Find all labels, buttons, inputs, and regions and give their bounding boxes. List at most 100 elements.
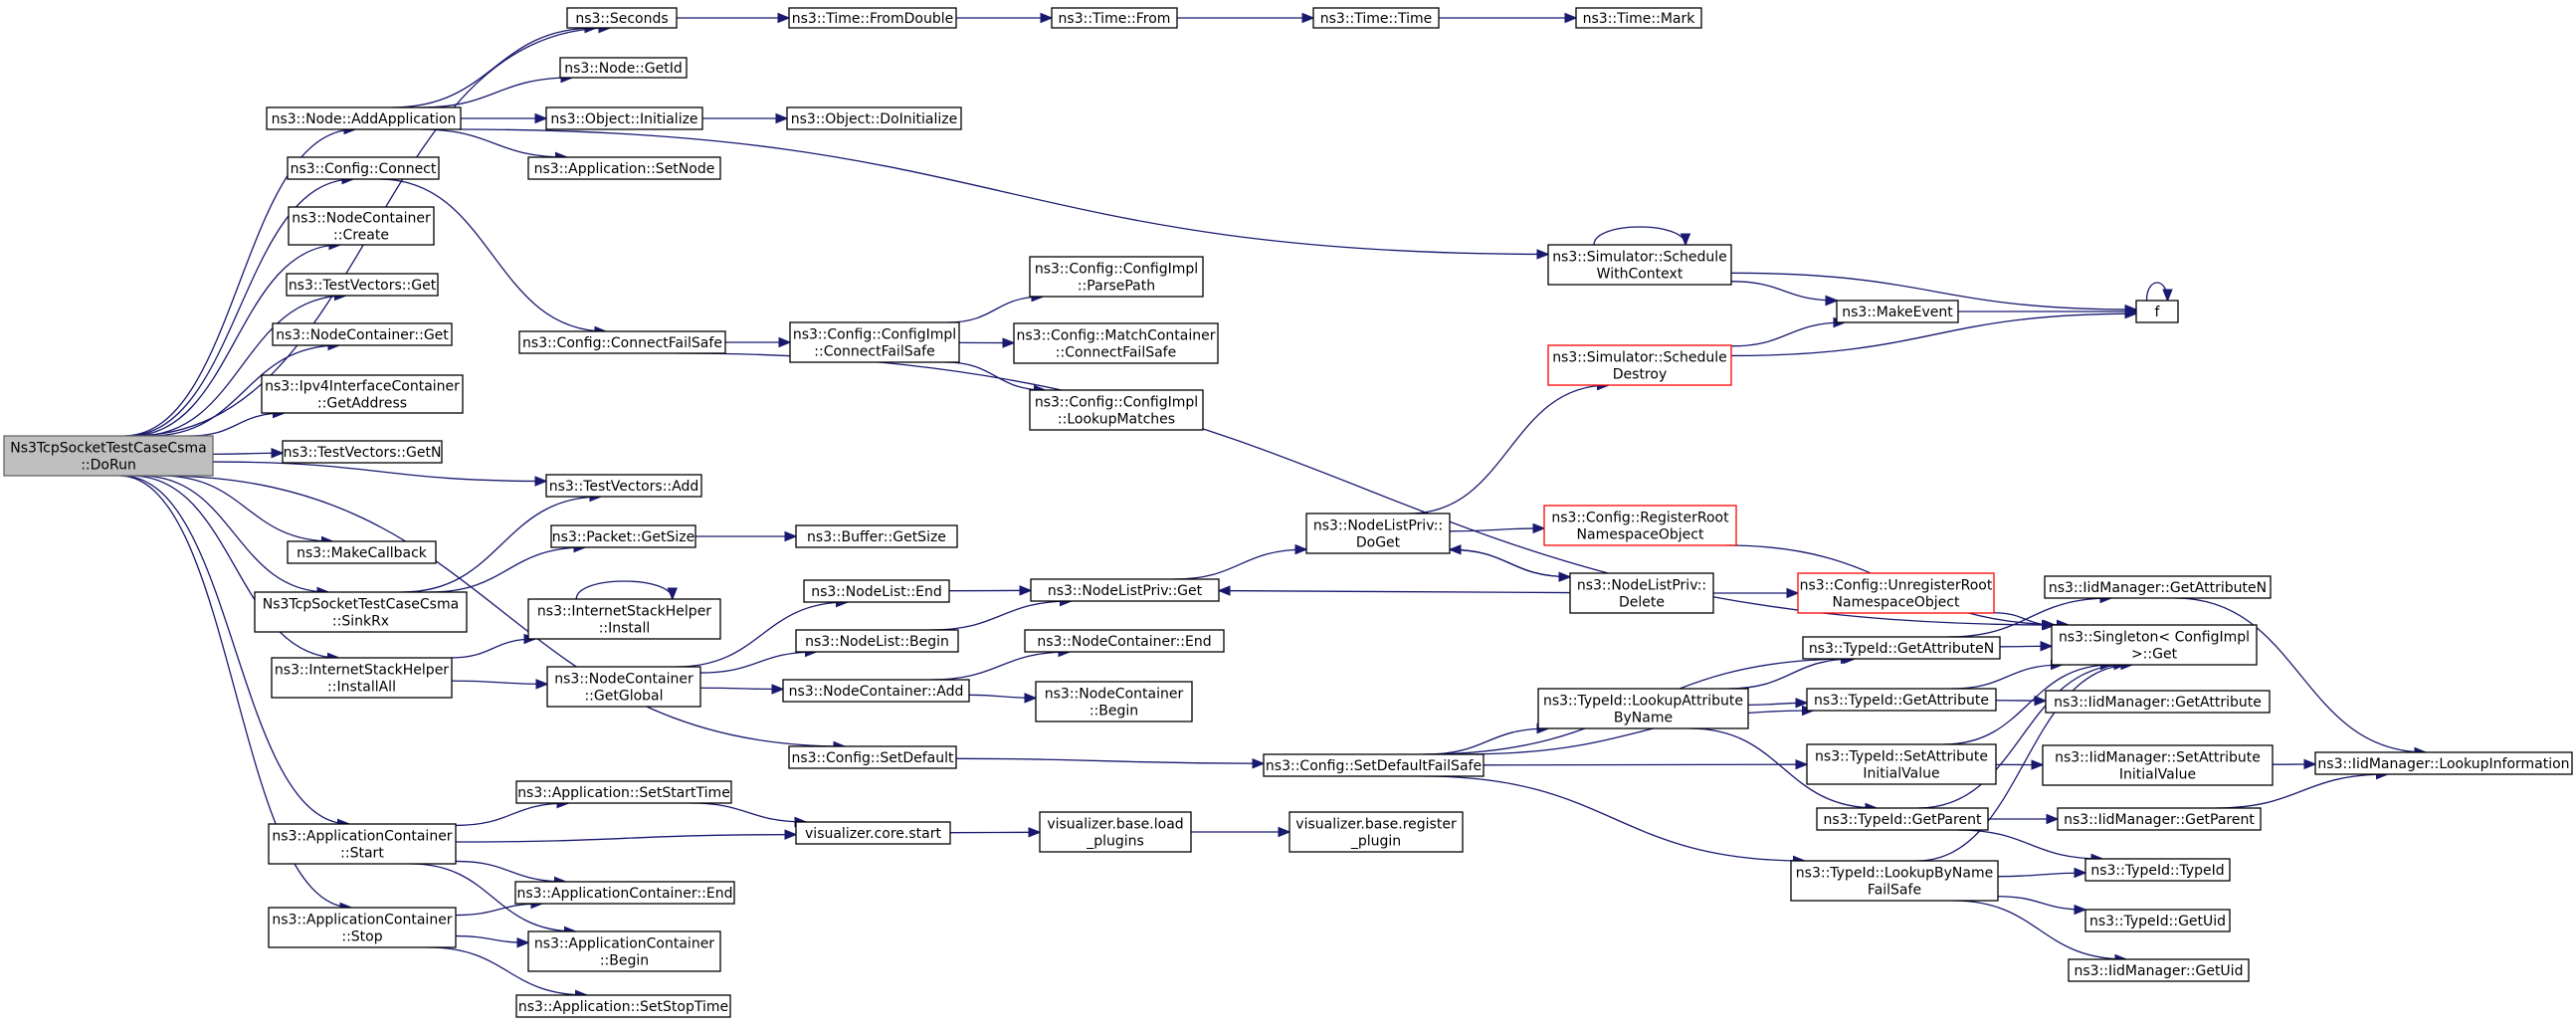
node-cfgimplcfs[interactable]: ns3::Config::ConfigImpl::ConnectFailSafe [789,321,960,363]
node-nlpget[interactable]: ns3::NodeListPriv::Get [1030,578,1220,602]
node-box [2051,624,2258,666]
node-label: ns3::TypeId::SetAttribute [1815,749,1988,765]
node-label: ns3::ApplicationContainer::End [517,886,733,902]
node-label: ns3::TypeId::LookupByName [1796,866,1993,882]
edge-root-to-installall [130,475,339,658]
node-nlpdelete[interactable]: ns3::NodeListPriv::Delete [1569,572,1714,614]
node-ncgetglobal[interactable]: ns3::NodeContainer::GetGlobal [546,666,701,708]
node-label: ::Begin [1090,704,1138,720]
node-parsepath[interactable]: ns3::Config::ConfigImpl::ParsePath [1029,256,1204,298]
node-nodegetid[interactable]: ns3::Node::GetId [559,57,688,79]
node-box [1802,636,2001,660]
node-tidgetuid[interactable]: ns3::TypeId::GetUid [2084,909,2231,932]
node-objinit[interactable]: ns3::Object::Initialize [545,106,703,130]
node-cfgconnect[interactable]: ns3::Config::Connect [287,156,440,180]
node-mark[interactable]: ns3::Time::Mark [1575,7,1702,29]
node-mccfs[interactable]: ns3::Config::MatchContainer::ConnectFail… [1013,322,1219,364]
node-box [266,106,462,130]
node-cfgsetdefault[interactable]: ns3::Config::SetDefault [788,745,957,769]
node-tidgetattrn[interactable]: ns3::TypeId::GetAttributeN [1802,636,2001,660]
node-iidgetparent[interactable]: ns3::IidManager::GetParent [2057,807,2262,831]
node-makeevent[interactable]: ns3::MakeEvent [1836,300,1959,323]
node-nlbegin[interactable]: ns3::NodeList::Begin [795,629,959,653]
node-addapp[interactable]: ns3::Node::AddApplication [266,106,462,130]
node-label: ns3::TypeId::GetAttributeN [1809,641,1994,657]
node-fromdouble[interactable]: ns3::Time::FromDouble [788,7,957,29]
node-iidgetattr[interactable]: ns3::IidManager::GetAttribute [2045,690,2271,714]
node-tidgetparent[interactable]: ns3::TypeId::GetParent [1816,807,1989,831]
node-cfgunreg[interactable]: ns3::Config::UnregisterRootNamespaceObje… [1797,572,1995,614]
node-vizload[interactable]: visualizer.base.load_plugins [1039,811,1192,853]
node-f[interactable]: f [2135,300,2179,323]
node-iidgetuid[interactable]: ns3::IidManager::GetUid [2068,958,2250,982]
node-ncadd[interactable]: ns3::NodeContainer::Add [782,679,970,703]
node-makecb[interactable]: ns3::MakeCallback [287,540,437,564]
node-appsetstart[interactable]: ns3::Application::SetStartTime [515,780,732,804]
edge-appcstop-to-appsetstop [428,946,586,995]
node-label: ::GetAddress [317,396,407,412]
node-tvget[interactable]: ns3::TestVectors::Get [286,273,439,297]
node-ishinstall[interactable]: ns3::InternetStackHelper::Install [527,598,721,640]
node-vizstart[interactable]: visualizer.core.start [795,821,951,845]
node-box [527,598,721,640]
node-singleton[interactable]: ns3::Singleton< ConfigImpl >::Get [2051,624,2258,666]
edge-root-to-appcstop [118,475,351,908]
node-appcstop[interactable]: ns3::ApplicationContainer::Stop [268,907,457,948]
node-appcstart[interactable]: ns3::ApplicationContainer::Start [268,823,457,865]
node-from[interactable]: ns3::Time::From [1051,7,1178,29]
node-root[interactable]: Ns3TcpSocketTestCaseCsma::DoRun [3,435,214,477]
node-label: _plugin [1350,834,1401,850]
node-tvadd[interactable]: ns3::TestVectors::Add [545,474,702,498]
node-box [803,579,950,603]
node-label: ::ConnectFailSafe [814,344,934,360]
node-installall[interactable]: ns3::InternetStackHelper::InstallAll [271,657,453,699]
node-cfgconnfs[interactable]: ns3::Config::ConnectFailSafe [518,330,726,354]
node-iidgetattrn[interactable]: ns3::IidManager::GetAttributeN [2044,575,2272,599]
edge-addapp-to-seconds [391,28,597,108]
node-ncbegin[interactable]: ns3::NodeContainer::Begin [1035,681,1193,722]
node-bufgetsize[interactable]: ns3::Buffer::GetSize [795,524,958,548]
node-label: ::Begin [600,953,649,969]
node-ncend[interactable]: ns3::NodeContainer::End [1024,629,1225,653]
edge-lookupattr-to-tidgetattr [1747,703,1807,705]
node-iidlookupinfo[interactable]: ns3::IidManager::LookupInformation [2314,751,2573,775]
node-nccreate[interactable]: ns3::NodeContainer::Create [288,206,435,246]
node-vizreg[interactable]: visualizer.base.register_plugin [1288,811,1464,853]
node-iidsetattriv[interactable]: ns3::IidManager::SetAttributeInitialValu… [2042,744,2274,786]
node-setdefaultfs[interactable]: ns3::Config::SetDefaultFailSafe [1263,753,1485,777]
edge-f-to-f [2145,282,2168,301]
node-appsetnode[interactable]: ns3::Application::SetNode [527,156,721,180]
node-box [1537,688,1749,729]
node-objdoinit[interactable]: ns3::Object::DoInitialize [786,106,962,130]
node-box [1263,753,1485,777]
node-appcbegin[interactable]: ns3::ApplicationContainer::Begin [527,930,721,972]
node-label: ByName [1614,711,1673,726]
node-box [566,7,678,29]
node-nlend[interactable]: ns3::NodeList::End [803,579,950,603]
node-lookupmatches[interactable]: ns3::Config::ConfigImpl::LookupMatches [1029,389,1204,431]
node-ipv4getaddr[interactable]: ns3::Ipv4InterfaceContainer::GetAddress [261,374,464,414]
node-sinkrx[interactable]: Ns3TcpSocketTestCaseCsma::SinkRx [254,591,468,633]
node-time[interactable]: ns3::Time::Time [1312,7,1440,29]
node-seconds[interactable]: ns3::Seconds [566,7,678,29]
node-tidtypeid[interactable]: ns3::TypeId::TypeId [2084,858,2231,882]
node-pktgetsize[interactable]: ns3::Packet::GetSize [550,524,696,548]
node-box [788,7,957,29]
node-appcend[interactable]: ns3::ApplicationContainer::End [514,881,735,905]
node-label: Destroy [1613,367,1667,383]
node-tvgetn[interactable]: ns3::TestVectors::GetN [282,440,443,464]
node-nlpdoget[interactable]: ns3::NodeListPriv::DoGet [1305,513,1451,554]
node-appsetstop[interactable]: ns3::Application::SetStopTime [515,994,731,1018]
node-label: WithContext [1597,267,1684,283]
edge-nlpdelete-to-nlpget [1219,591,1571,593]
node-label: ns3::NodeContainer::Get [276,327,449,343]
node-tidgetattr[interactable]: ns3::TypeId::GetAttribute [1806,688,1997,712]
node-ncget[interactable]: ns3::NodeContainer::Get [272,322,453,346]
node-label: ns3::Packet::GetSize [552,529,694,545]
